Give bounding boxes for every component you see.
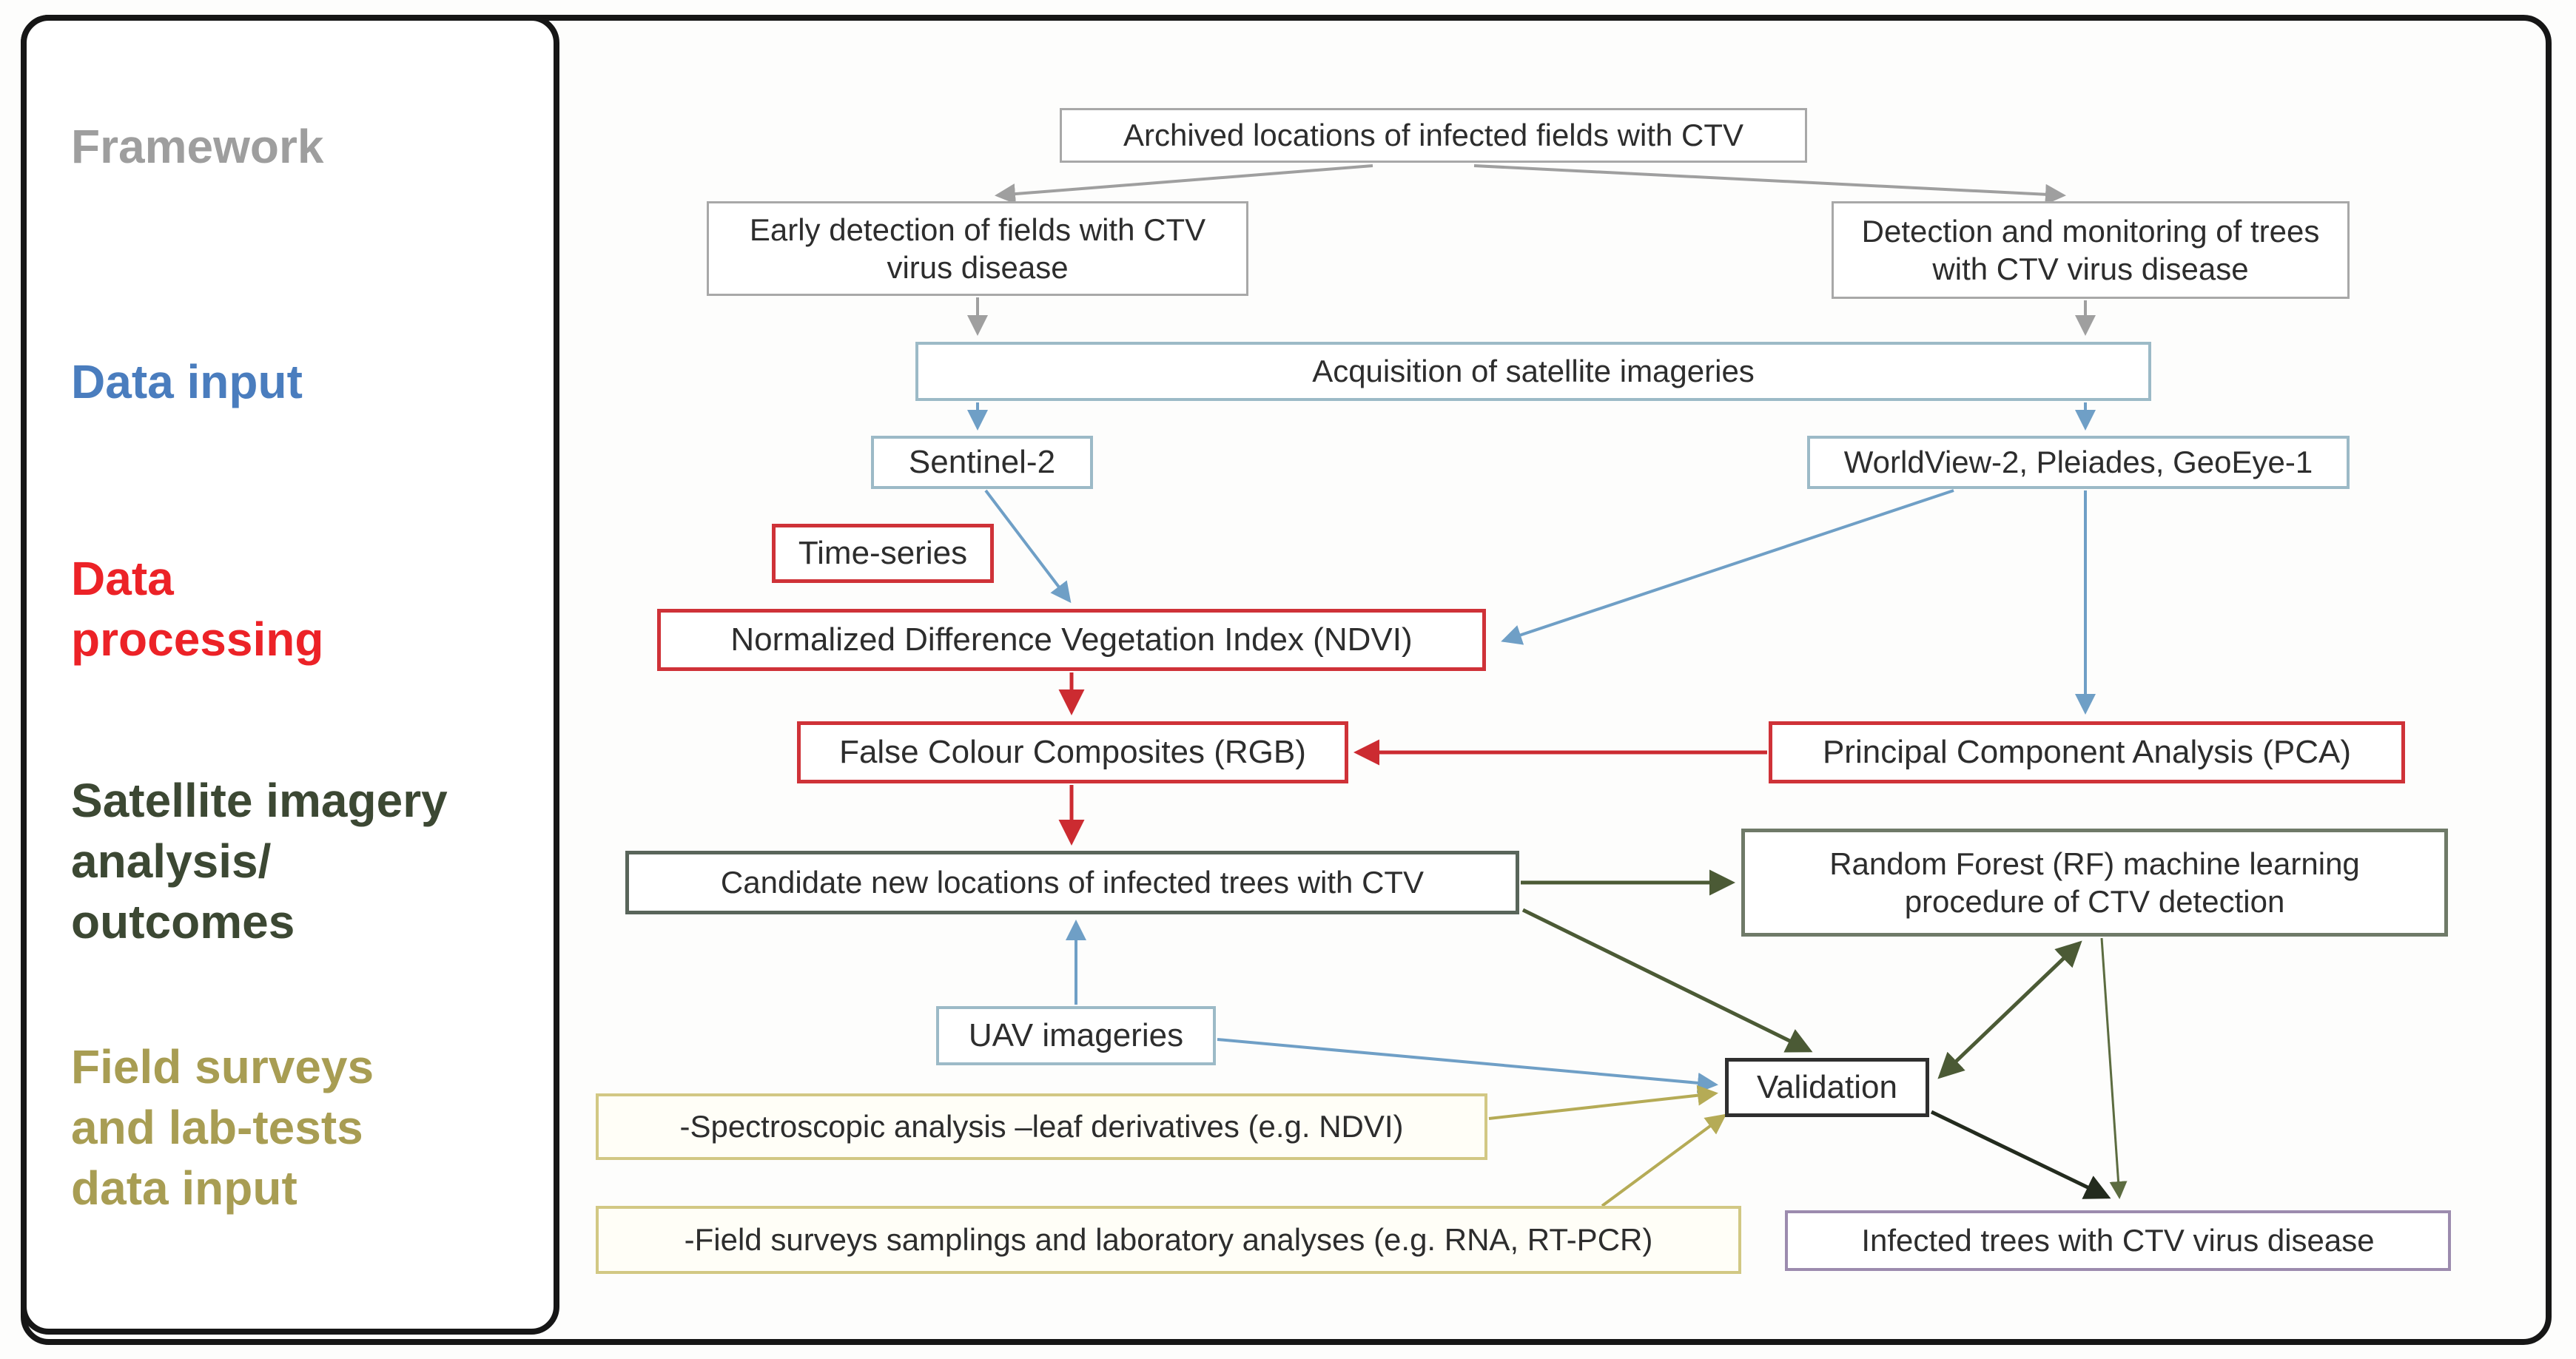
node-early-detection: Early detection of fields with CTV virus… — [707, 201, 1248, 296]
node-random-forest: Random Forest (RF) machine learning proc… — [1741, 829, 2448, 937]
sidebar-label-data-processing: Data processing — [71, 552, 324, 666]
node-infected-trees: Infected trees with CTV virus disease — [1785, 1210, 2451, 1271]
node-acquisition-satellite-imageries: Acquisition of satellite imageries — [915, 342, 2151, 401]
node-ndvi: Normalized Difference Vegetation Index (… — [657, 609, 1486, 671]
node-archived-locations: Archived locations of infected fields wi… — [1060, 108, 1807, 163]
node-worldview-pleiades-geoeye: WorldView-2, Pleiades, GeoEye-1 — [1807, 436, 2350, 489]
node-false-colour-composites: False Colour Composites (RGB) — [797, 721, 1348, 783]
node-detection-monitoring: Detection and monitoring of trees with C… — [1832, 201, 2350, 299]
node-uav-imageries: UAV imageries — [936, 1006, 1216, 1065]
sidebar-panel — [21, 15, 559, 1335]
node-sentinel-2: Sentinel-2 — [871, 436, 1093, 489]
sidebar-label-data-input: Data input — [71, 355, 303, 408]
node-spectroscopic-analysis: -Spectroscopic analysis –leaf derivative… — [596, 1093, 1487, 1160]
node-pca: Principal Component Analysis (PCA) — [1769, 721, 2405, 783]
sidebar-label-framework: Framework — [71, 120, 324, 173]
node-candidate-locations: Candidate new locations of infected tree… — [625, 851, 1519, 914]
node-field-surveys-lab: -Field surveys samplings and laboratory … — [596, 1206, 1741, 1274]
node-validation: Validation — [1725, 1058, 1929, 1117]
sidebar-label-satellite-analysis: Satellite imagery analysis/ outcomes — [71, 774, 448, 948]
node-time-series: Time-series — [772, 524, 994, 583]
sidebar-label-field-surveys: Field surveys and lab-tests data input — [71, 1040, 374, 1215]
